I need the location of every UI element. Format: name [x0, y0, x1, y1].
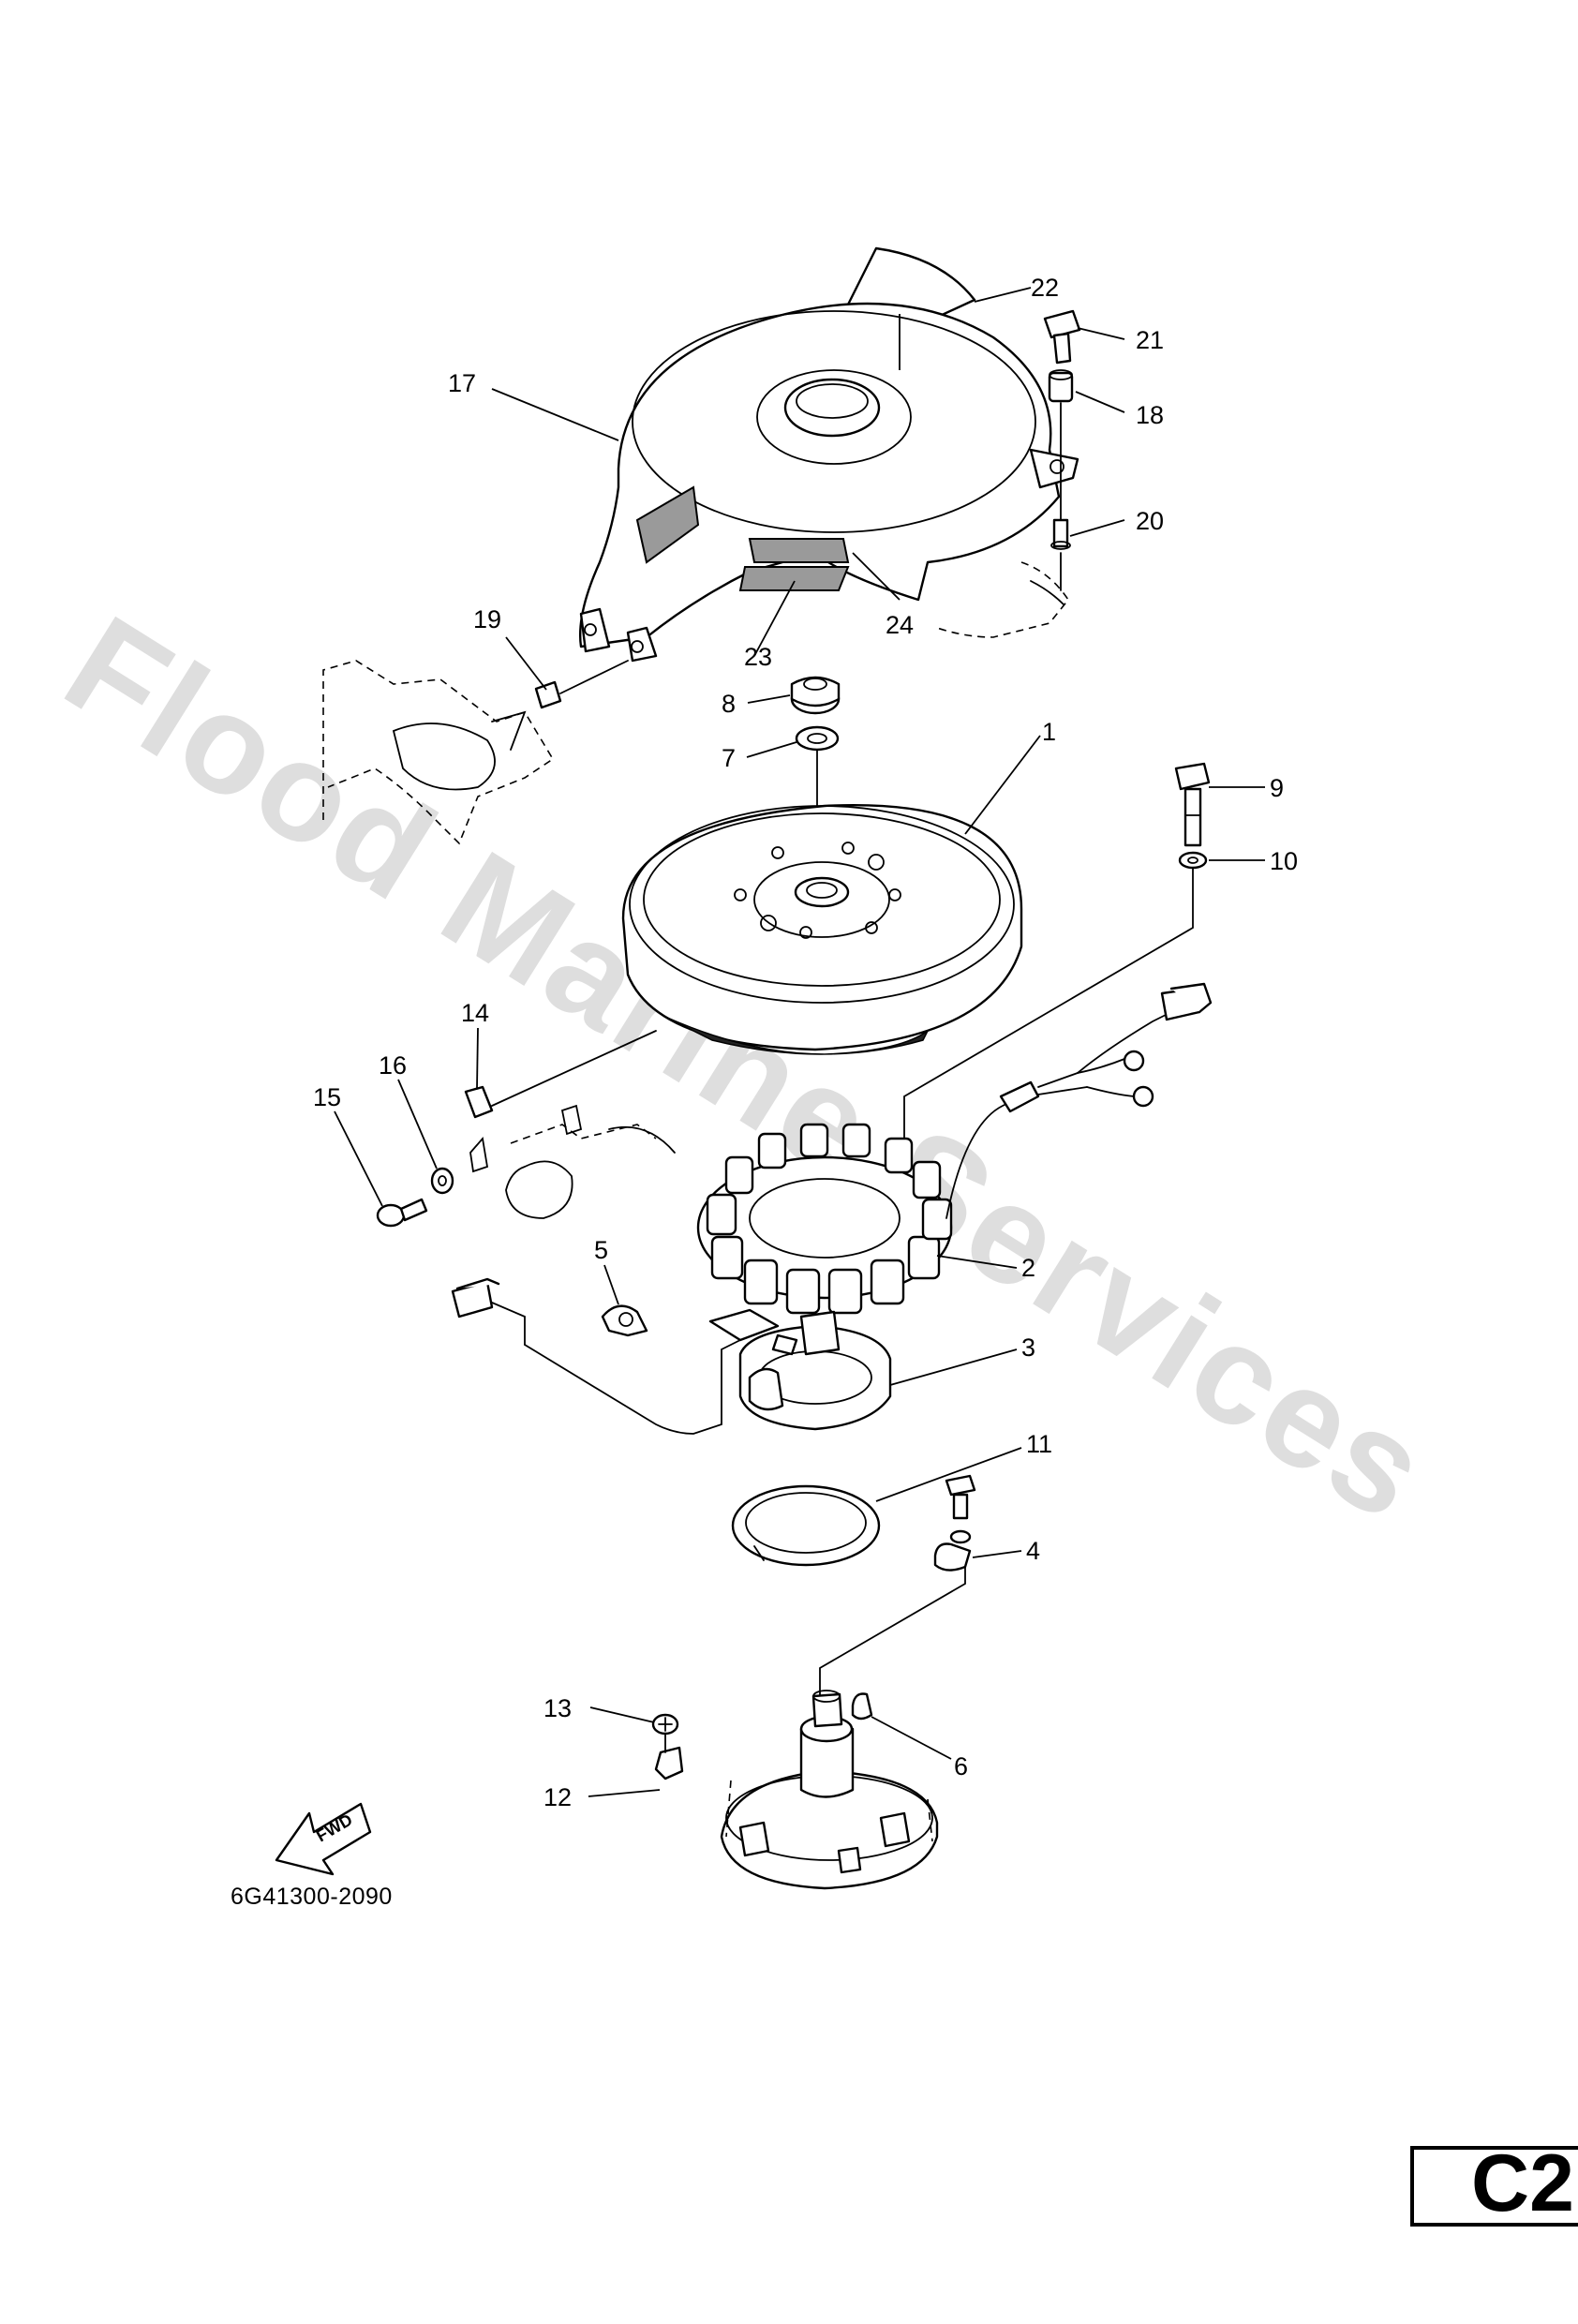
- callout-18: 18: [1136, 401, 1164, 429]
- callout-15: 15: [313, 1083, 341, 1111]
- callout-5: 5: [594, 1236, 608, 1264]
- callout-1: 1: [1042, 718, 1056, 746]
- part-1-flywheel: [621, 804, 1023, 1055]
- part-19-grommet: [534, 660, 629, 709]
- page-label: C2: [1471, 2138, 1574, 2228]
- callout-22: 22: [1031, 274, 1059, 302]
- page-label-box: [1410, 2146, 1578, 2227]
- callout-9: 9: [1270, 774, 1284, 802]
- callout-3: 3: [1021, 1333, 1035, 1362]
- part-8-spacer: [790, 676, 841, 715]
- part-20-grommet: [1050, 518, 1071, 550]
- diagram-code: 6G41300-2090: [231, 1884, 393, 1910]
- part-16-washer: [430, 1167, 454, 1195]
- callout-16: 16: [379, 1051, 407, 1080]
- part-3-pulser-coil: [708, 1308, 892, 1431]
- part-18-collar: [1048, 369, 1074, 403]
- part-15-screw: [376, 1198, 428, 1228]
- part-13-screw: [651, 1713, 679, 1736]
- part-6-stator-base: [720, 1690, 939, 1890]
- part-2-harness-connector: [999, 982, 1213, 1113]
- part-5-clamp: [601, 1304, 648, 1337]
- callout-8: 8: [722, 690, 736, 718]
- callout-17: 17: [448, 369, 476, 397]
- part-6-key: [851, 1692, 873, 1721]
- callout-4: 4: [1026, 1537, 1040, 1565]
- callout-2: 2: [1021, 1254, 1035, 1282]
- part-3-connector: [451, 1277, 526, 1346]
- part-9-bolt: [1174, 762, 1211, 847]
- callout-20: 20: [1136, 507, 1164, 535]
- callout-7: 7: [722, 744, 736, 772]
- callout-12: 12: [543, 1783, 572, 1811]
- part-11-ring: [731, 1484, 881, 1567]
- part-21-bolt: [1043, 309, 1081, 365]
- part-12-clip: [654, 1733, 684, 1780]
- part-2-stator: [696, 1123, 953, 1315]
- callout-10: 10: [1270, 847, 1298, 875]
- callout-14: 14: [461, 999, 489, 1027]
- callout-21: 21: [1136, 326, 1164, 354]
- fwd-arrow-icon: FWD: [275, 1802, 372, 1876]
- leader-lines: [334, 287, 1265, 1797]
- callout-23: 23: [744, 643, 772, 671]
- callout-24: 24: [886, 611, 914, 639]
- callout-19: 19: [473, 605, 501, 633]
- callout-13: 13: [543, 1694, 572, 1722]
- part-4-clamp: [933, 1474, 976, 1572]
- callout-labels: 1 2 3 4 5 6 7 8 9 10 11 12 13 14 15 16 1…: [313, 274, 1298, 1811]
- part-17-flywheel-cover: [579, 302, 1079, 663]
- callout-11: 11: [1026, 1430, 1052, 1458]
- part-10-washer: [1178, 851, 1208, 870]
- callout-6: 6: [954, 1752, 968, 1780]
- part-7-washer: [795, 725, 840, 752]
